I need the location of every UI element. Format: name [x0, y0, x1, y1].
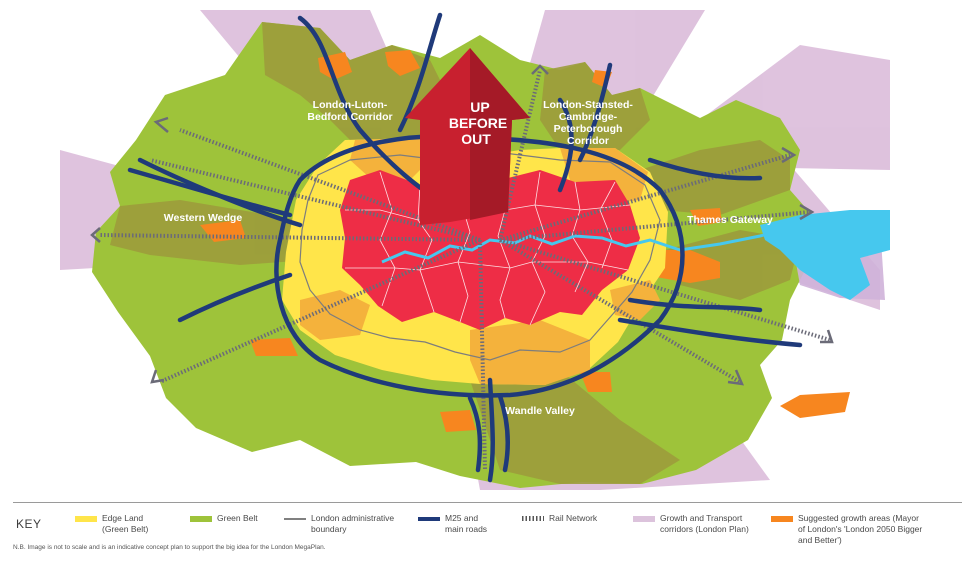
- m25-and-main-roads: [127, 12, 803, 483]
- edge-land-label: Edge Land(Green Belt): [102, 513, 149, 534]
- disclaimer-note: N.B. Image is not to scale and is an ind…: [13, 544, 326, 551]
- green-belt-label: Green Belt: [217, 513, 258, 523]
- key-title: KEY: [16, 517, 42, 531]
- label-stansted-4: Corridor: [567, 135, 609, 147]
- river-thames: [381, 224, 801, 264]
- greater-london-core: [340, 170, 640, 330]
- label-stansted-2: Cambridge-: [559, 111, 618, 123]
- arrow-label-line-2: BEFORE: [449, 115, 507, 131]
- label-wandle-valley: Wandle Valley: [505, 405, 575, 417]
- green-belt-swatch: [190, 516, 212, 522]
- label-thames-gateway: Thames Gateway: [687, 214, 773, 226]
- m25-roads-swatch: [418, 517, 440, 521]
- edge-orange-patches: [300, 138, 660, 385]
- label-luton-1: London-Luton-: [313, 99, 388, 111]
- rail-arrowheads: [90, 64, 834, 386]
- corridor-labels: London-Luton- Bedford Corridor London-St…: [164, 99, 773, 417]
- edge-land-swatch: [75, 516, 97, 522]
- arrow-label-line-3: OUT: [461, 131, 491, 147]
- growth-corridors-swatch: [633, 516, 655, 522]
- admin-boundary-swatch: [284, 518, 306, 520]
- label-western-wedge: Western Wedge: [164, 212, 243, 224]
- label-luton-2: Bedford Corridor: [307, 111, 392, 123]
- label-stansted-1: London-Stansted-: [543, 99, 633, 111]
- thames-estuary: [760, 210, 890, 300]
- rail-network-label: Rail Network: [549, 513, 598, 523]
- up-before-out-arrow: UP BEFORE OUT: [405, 48, 530, 225]
- london-megaplan-map: UP BEFORE OUT London-Luton- Bedford Corr…: [60, 10, 890, 490]
- arrow-label-line-1: UP: [470, 99, 489, 115]
- label-stansted-3: Peterborough: [554, 123, 623, 135]
- key-divider: [13, 502, 962, 503]
- suggested-growth-swatch: [771, 516, 793, 522]
- rail-network-swatch: [522, 516, 544, 521]
- map-key: KEY Edge Land(Green Belt) Green Belt Lon…: [0, 496, 975, 561]
